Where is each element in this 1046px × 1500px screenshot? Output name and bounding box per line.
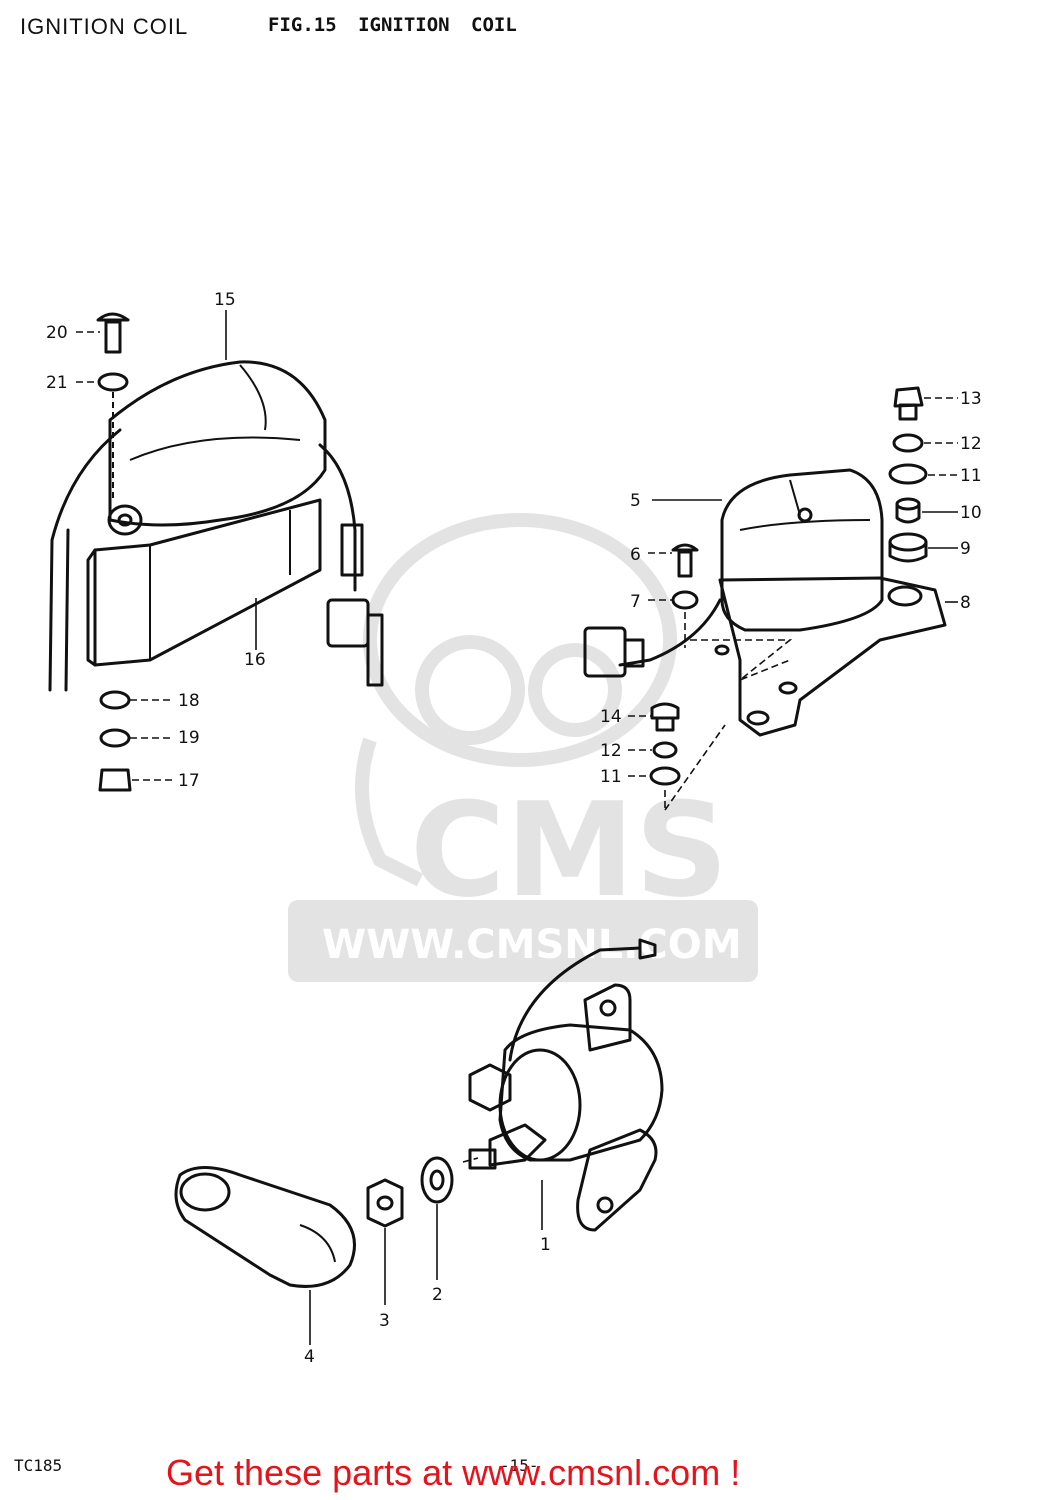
figure-title: FIG.15 IGNITION COIL bbox=[268, 14, 517, 36]
watermark-arm bbox=[355, 737, 424, 887]
part-15-coil-body bbox=[107, 360, 327, 536]
callout-13: 13 bbox=[960, 389, 982, 409]
watermark-face-right bbox=[528, 643, 622, 737]
wire-sleeve bbox=[340, 523, 364, 577]
part-21-washer bbox=[97, 372, 129, 392]
coil-connector bbox=[326, 598, 370, 648]
callout-5: 5 bbox=[630, 491, 641, 511]
get-parts-link[interactable]: Get these parts at www.cmsnl.com ! bbox=[166, 1452, 741, 1493]
callout-11-lower: 11 bbox=[600, 767, 622, 787]
coil-wire-right bbox=[318, 443, 357, 592]
callout-17: 17 bbox=[178, 771, 200, 791]
part-1-starter-relay bbox=[468, 938, 664, 1232]
model-code: TC185 bbox=[14, 1456, 63, 1475]
part-3-nut bbox=[366, 1178, 404, 1228]
part-7-washer bbox=[671, 590, 699, 610]
coil-connector-tail bbox=[366, 613, 384, 687]
callout-3: 3 bbox=[379, 1311, 390, 1331]
part-12-lock-washer-upper bbox=[892, 433, 924, 453]
callout-9: 9 bbox=[960, 539, 971, 559]
page-number: -15- bbox=[500, 1456, 539, 1475]
watermark-brand: CMS bbox=[410, 774, 728, 926]
starter-relay-assembly bbox=[174, 938, 664, 1345]
axis-line-relay bbox=[462, 1157, 479, 1163]
part-8-mounting-plate bbox=[714, 576, 947, 737]
part-19-lock-washer bbox=[99, 728, 131, 748]
callout-14: 14 bbox=[600, 707, 622, 727]
part-11-washer-lower bbox=[649, 766, 681, 786]
callout-10: 10 bbox=[960, 503, 982, 523]
part-12-lock-washer-lower bbox=[652, 741, 678, 759]
callout-4: 4 bbox=[304, 1347, 315, 1367]
part-5-regulator bbox=[720, 468, 884, 632]
part-18-washer bbox=[99, 690, 131, 710]
page-title: IGNITION COIL bbox=[20, 14, 189, 39]
callout-12-lower: 12 bbox=[600, 741, 622, 761]
part-6-screw bbox=[671, 543, 699, 578]
callout-8: 8 bbox=[960, 593, 971, 613]
part-11-washer-upper bbox=[888, 463, 928, 485]
part-20-screw bbox=[96, 312, 130, 354]
part-4-terminal-cap bbox=[174, 1166, 356, 1288]
callout-11-upper: 11 bbox=[960, 466, 982, 486]
ht-lead-left bbox=[48, 428, 122, 692]
part-2-washer bbox=[420, 1156, 454, 1204]
ignition-coil-assembly bbox=[48, 310, 384, 792]
callout-labels: 1 2 3 4 5 6 7 8 9 10 11 11 12 12 13 14 1… bbox=[46, 290, 982, 1367]
ht-lead-left-inner bbox=[64, 528, 70, 692]
axis-line-plate bbox=[690, 639, 793, 681]
callout-12-upper: 12 bbox=[960, 434, 982, 454]
callout-1: 1 bbox=[540, 1235, 551, 1255]
axis-line-lower-bolt bbox=[664, 724, 726, 811]
part-10-collar bbox=[895, 497, 921, 524]
regulator-assembly bbox=[583, 386, 958, 811]
watermark: CMS WWW.CMSNL.COM bbox=[288, 513, 758, 982]
watermark-helmet bbox=[363, 513, 677, 767]
part-14-bolt bbox=[650, 702, 680, 732]
part-9-grommet bbox=[888, 532, 928, 563]
part-3-nut-hole bbox=[376, 1195, 394, 1211]
callout-6: 6 bbox=[630, 545, 641, 565]
regulator-wire bbox=[618, 598, 722, 667]
watermark-face-left bbox=[415, 635, 525, 745]
callout-2: 2 bbox=[432, 1285, 443, 1305]
callout-18: 18 bbox=[178, 691, 200, 711]
part-16-bracket bbox=[86, 498, 322, 667]
callout-16: 16 bbox=[244, 650, 266, 670]
part-17-nut bbox=[98, 768, 132, 792]
watermark-url: WWW.CMSNL.COM bbox=[322, 922, 742, 968]
callout-7: 7 bbox=[630, 592, 641, 612]
callout-20: 20 bbox=[46, 323, 68, 343]
regulator-connector-body bbox=[623, 638, 645, 668]
watermark-url-bar bbox=[288, 900, 758, 982]
part-2-washer-hole bbox=[429, 1169, 445, 1191]
callout-15: 15 bbox=[214, 290, 236, 310]
callout-19: 19 bbox=[178, 728, 200, 748]
part-13-bolt bbox=[893, 386, 924, 421]
callout-21: 21 bbox=[46, 373, 68, 393]
